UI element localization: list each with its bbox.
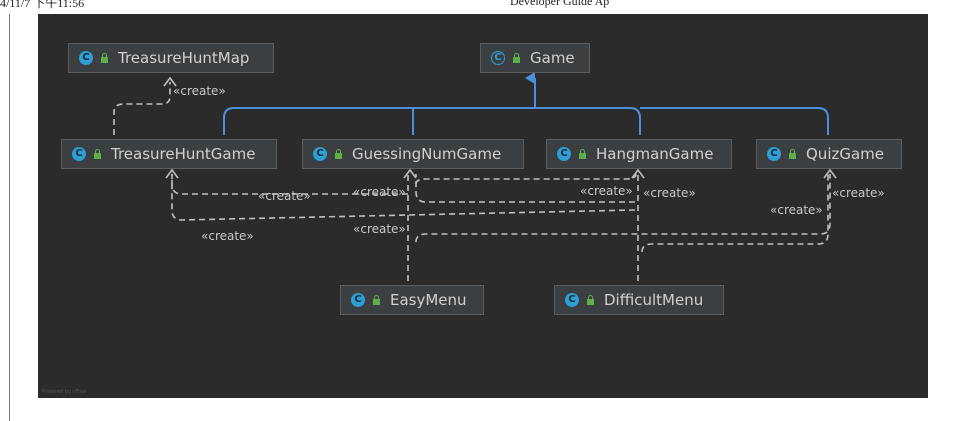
- create-label-quiz-2: «create»: [770, 203, 823, 217]
- class-treasure-hunt-map[interactable]: C TreasureHuntMap: [68, 43, 274, 73]
- inherit-quiz-game: [640, 107, 829, 135]
- diagram-edges: [113, 72, 837, 281]
- create-label-treasure-easy: «create»: [258, 189, 311, 203]
- dep-easy-to-hangman: [415, 173, 637, 185]
- inheritance-edges: [223, 72, 829, 135]
- arrow-hangman: [631, 168, 645, 179]
- watermark: Powered by yFiles: [42, 389, 87, 395]
- class-icon: C: [313, 147, 327, 161]
- create-label-map: «create»: [173, 84, 226, 98]
- public-lock-icon: [579, 148, 586, 159]
- uml-class-diagram: C TreasureHuntMap C Game C TreasureHuntG…: [38, 14, 928, 398]
- class-icon: C: [72, 147, 86, 161]
- public-lock-icon: [513, 52, 520, 63]
- arrow-quiz: [823, 168, 837, 179]
- dep-difficult-to-treasure: [171, 174, 636, 221]
- class-icon: C: [557, 147, 571, 161]
- create-label-guessing-1: «create»: [353, 185, 406, 199]
- class-name: TreasureHuntGame: [111, 145, 256, 163]
- abstract-class-icon: C: [491, 51, 505, 65]
- create-label-quiz-1: «create»: [832, 186, 885, 200]
- public-lock-icon: [373, 294, 380, 305]
- print-header-title: Developer Guide Ap: [510, 0, 610, 8]
- arrow-treasure: [165, 168, 179, 179]
- dependency-arrowheads: [163, 76, 837, 179]
- class-difficult-menu[interactable]: C DifficultMenu: [554, 285, 724, 315]
- class-name: TreasureHuntMap: [118, 49, 250, 67]
- class-name: GuessingNumGame: [352, 145, 502, 163]
- class-name: DifficultMenu: [604, 291, 704, 309]
- class-name: HangmanGame: [596, 145, 714, 163]
- class-name: Game: [530, 49, 575, 67]
- class-name: QuizGame: [806, 145, 885, 163]
- class-easy-menu[interactable]: C EasyMenu: [340, 285, 484, 315]
- inherit-treasurehunt-game: [223, 107, 526, 135]
- class-icon: C: [351, 293, 365, 307]
- arrow-guessing: [403, 168, 417, 179]
- class-game[interactable]: C Game: [480, 43, 590, 73]
- inherit-hangman-game: [526, 107, 641, 135]
- class-name: EasyMenu: [390, 291, 467, 309]
- public-lock-icon: [789, 148, 796, 159]
- class-treasure-hunt-game[interactable]: C TreasureHuntGame: [61, 139, 277, 169]
- class-hangman-game[interactable]: C HangmanGame: [546, 139, 732, 169]
- dep-easy-to-quiz: [415, 174, 831, 243]
- class-quiz-game[interactable]: C QuizGame: [756, 139, 902, 169]
- create-label-guessing-2: «create»: [353, 222, 406, 236]
- dep-difficult-to-quiz: [641, 174, 829, 253]
- create-label-treasure-difficult: «create»: [201, 229, 254, 243]
- page-margin-line: [9, 14, 10, 421]
- dependency-edges: [113, 82, 831, 281]
- print-header-timestamp: 4/11/7 下午11:56: [0, 0, 85, 10]
- create-label-hangman-1: «create»: [580, 184, 633, 198]
- class-guessing-num-game[interactable]: C GuessingNumGame: [302, 139, 524, 169]
- class-icon: C: [565, 293, 579, 307]
- dep-game-to-map: [113, 82, 171, 135]
- class-icon: C: [767, 147, 781, 161]
- class-icon: C: [79, 51, 93, 65]
- public-lock-icon: [101, 52, 108, 63]
- public-lock-icon: [335, 148, 342, 159]
- arrow-map: [163, 76, 177, 87]
- dep-difficult-to-guessing: [415, 174, 635, 203]
- create-label-hangman-2: «create»: [643, 186, 696, 200]
- public-lock-icon: [94, 148, 101, 159]
- public-lock-icon: [587, 294, 594, 305]
